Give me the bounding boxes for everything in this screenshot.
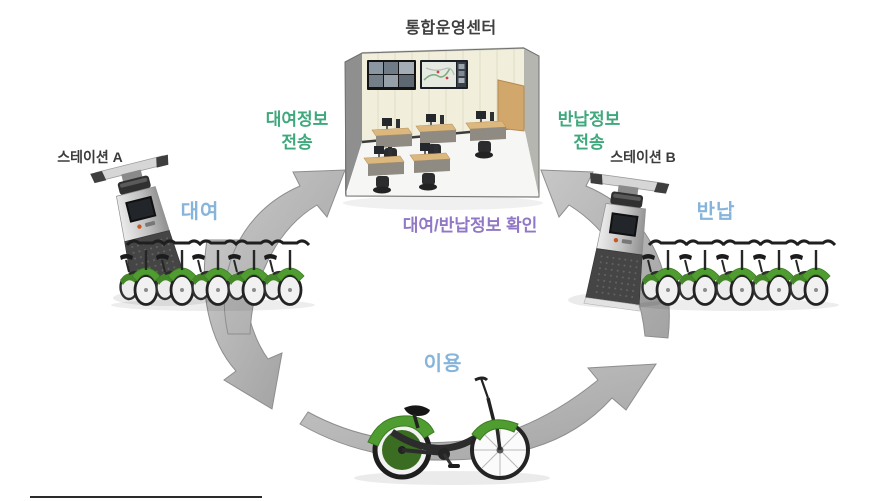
- cctv-wall-screen-icon: [367, 60, 416, 90]
- ops-center-title: 통합운영센터: [405, 20, 497, 37]
- station-a-name: 스테이션 A: [57, 149, 123, 165]
- station-b-bikes-icon: [635, 239, 839, 311]
- rental-transfer-line2: 전송: [281, 133, 313, 152]
- station-a-bikes-icon: [111, 239, 315, 311]
- return-transfer-line2: 전송: [573, 133, 605, 152]
- usage-label: 이용: [423, 353, 463, 375]
- return-action-label: 반납: [696, 201, 736, 223]
- info-check-label: 대여/반납정보 확인: [402, 216, 538, 235]
- usage-bike-icon: [354, 376, 550, 485]
- operations-center-illustration: [343, 47, 543, 210]
- door-panel-icon: [497, 79, 525, 132]
- rental-transfer-label: 대여정보 전송: [266, 108, 329, 154]
- return-transfer-label: 반납정보 전송: [558, 108, 621, 154]
- return-transfer-line1: 반납정보: [557, 110, 621, 129]
- station-b-name: 스테이션 B: [610, 149, 676, 165]
- map-wall-screen-icon: [420, 60, 468, 89]
- station-b-kiosk-icon: [568, 171, 671, 314]
- rental-transfer-line1: 대여정보: [265, 110, 329, 129]
- rental-action-label: 대여: [180, 201, 220, 223]
- bottom-divider-line: [30, 496, 262, 498]
